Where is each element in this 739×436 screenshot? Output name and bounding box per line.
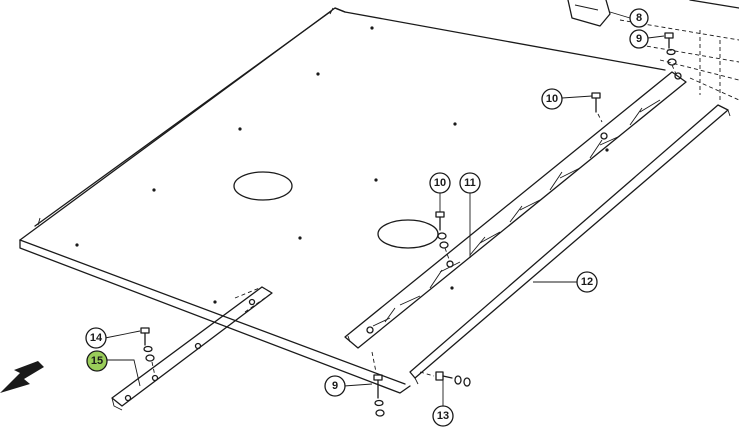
svg-text:14: 14	[90, 332, 103, 344]
upper-right-assembly	[567, 0, 739, 101]
callout-13: 13	[432, 405, 454, 427]
svg-text:15: 15	[91, 355, 103, 367]
plate-cutout-2	[377, 219, 439, 249]
callout-9-lower: 9	[324, 375, 346, 397]
plate-holes	[75, 26, 609, 304]
reinforcing-bar	[344, 71, 687, 349]
svg-text:9: 9	[636, 33, 642, 45]
bolt-10-middle	[435, 211, 451, 263]
bolt-10-upper	[591, 92, 603, 123]
small-strip	[111, 286, 273, 411]
svg-text:13: 13	[437, 410, 449, 422]
callout-9-upper: 9	[629, 29, 649, 49]
svg-text:8: 8	[636, 12, 642, 24]
svg-text:10: 10	[434, 177, 446, 189]
leader-lines	[104, 11, 665, 406]
callout-12: 12	[576, 271, 598, 293]
floor-plate	[19, 7, 666, 394]
callout-8: 8	[629, 8, 649, 28]
direction-arrow-icon	[0, 361, 44, 393]
callout-10-upper: 10	[541, 88, 563, 110]
plate-cutout-1	[233, 171, 293, 201]
bolt-13	[419, 371, 471, 387]
side-rail	[409, 104, 731, 385]
svg-text:10: 10	[546, 93, 558, 105]
callout-15: 15	[86, 350, 108, 372]
callout-10-middle: 10	[429, 172, 451, 194]
svg-text:12: 12	[581, 276, 593, 288]
svg-text:11: 11	[464, 177, 476, 189]
bolt-14	[140, 327, 156, 377]
callout-11: 11	[459, 172, 481, 194]
svg-text:9: 9	[332, 380, 338, 392]
bolt-9-upper	[664, 32, 677, 75]
bolt-9-lower	[371, 351, 385, 417]
callout-14: 14	[85, 327, 107, 349]
fasteners	[140, 32, 677, 417]
